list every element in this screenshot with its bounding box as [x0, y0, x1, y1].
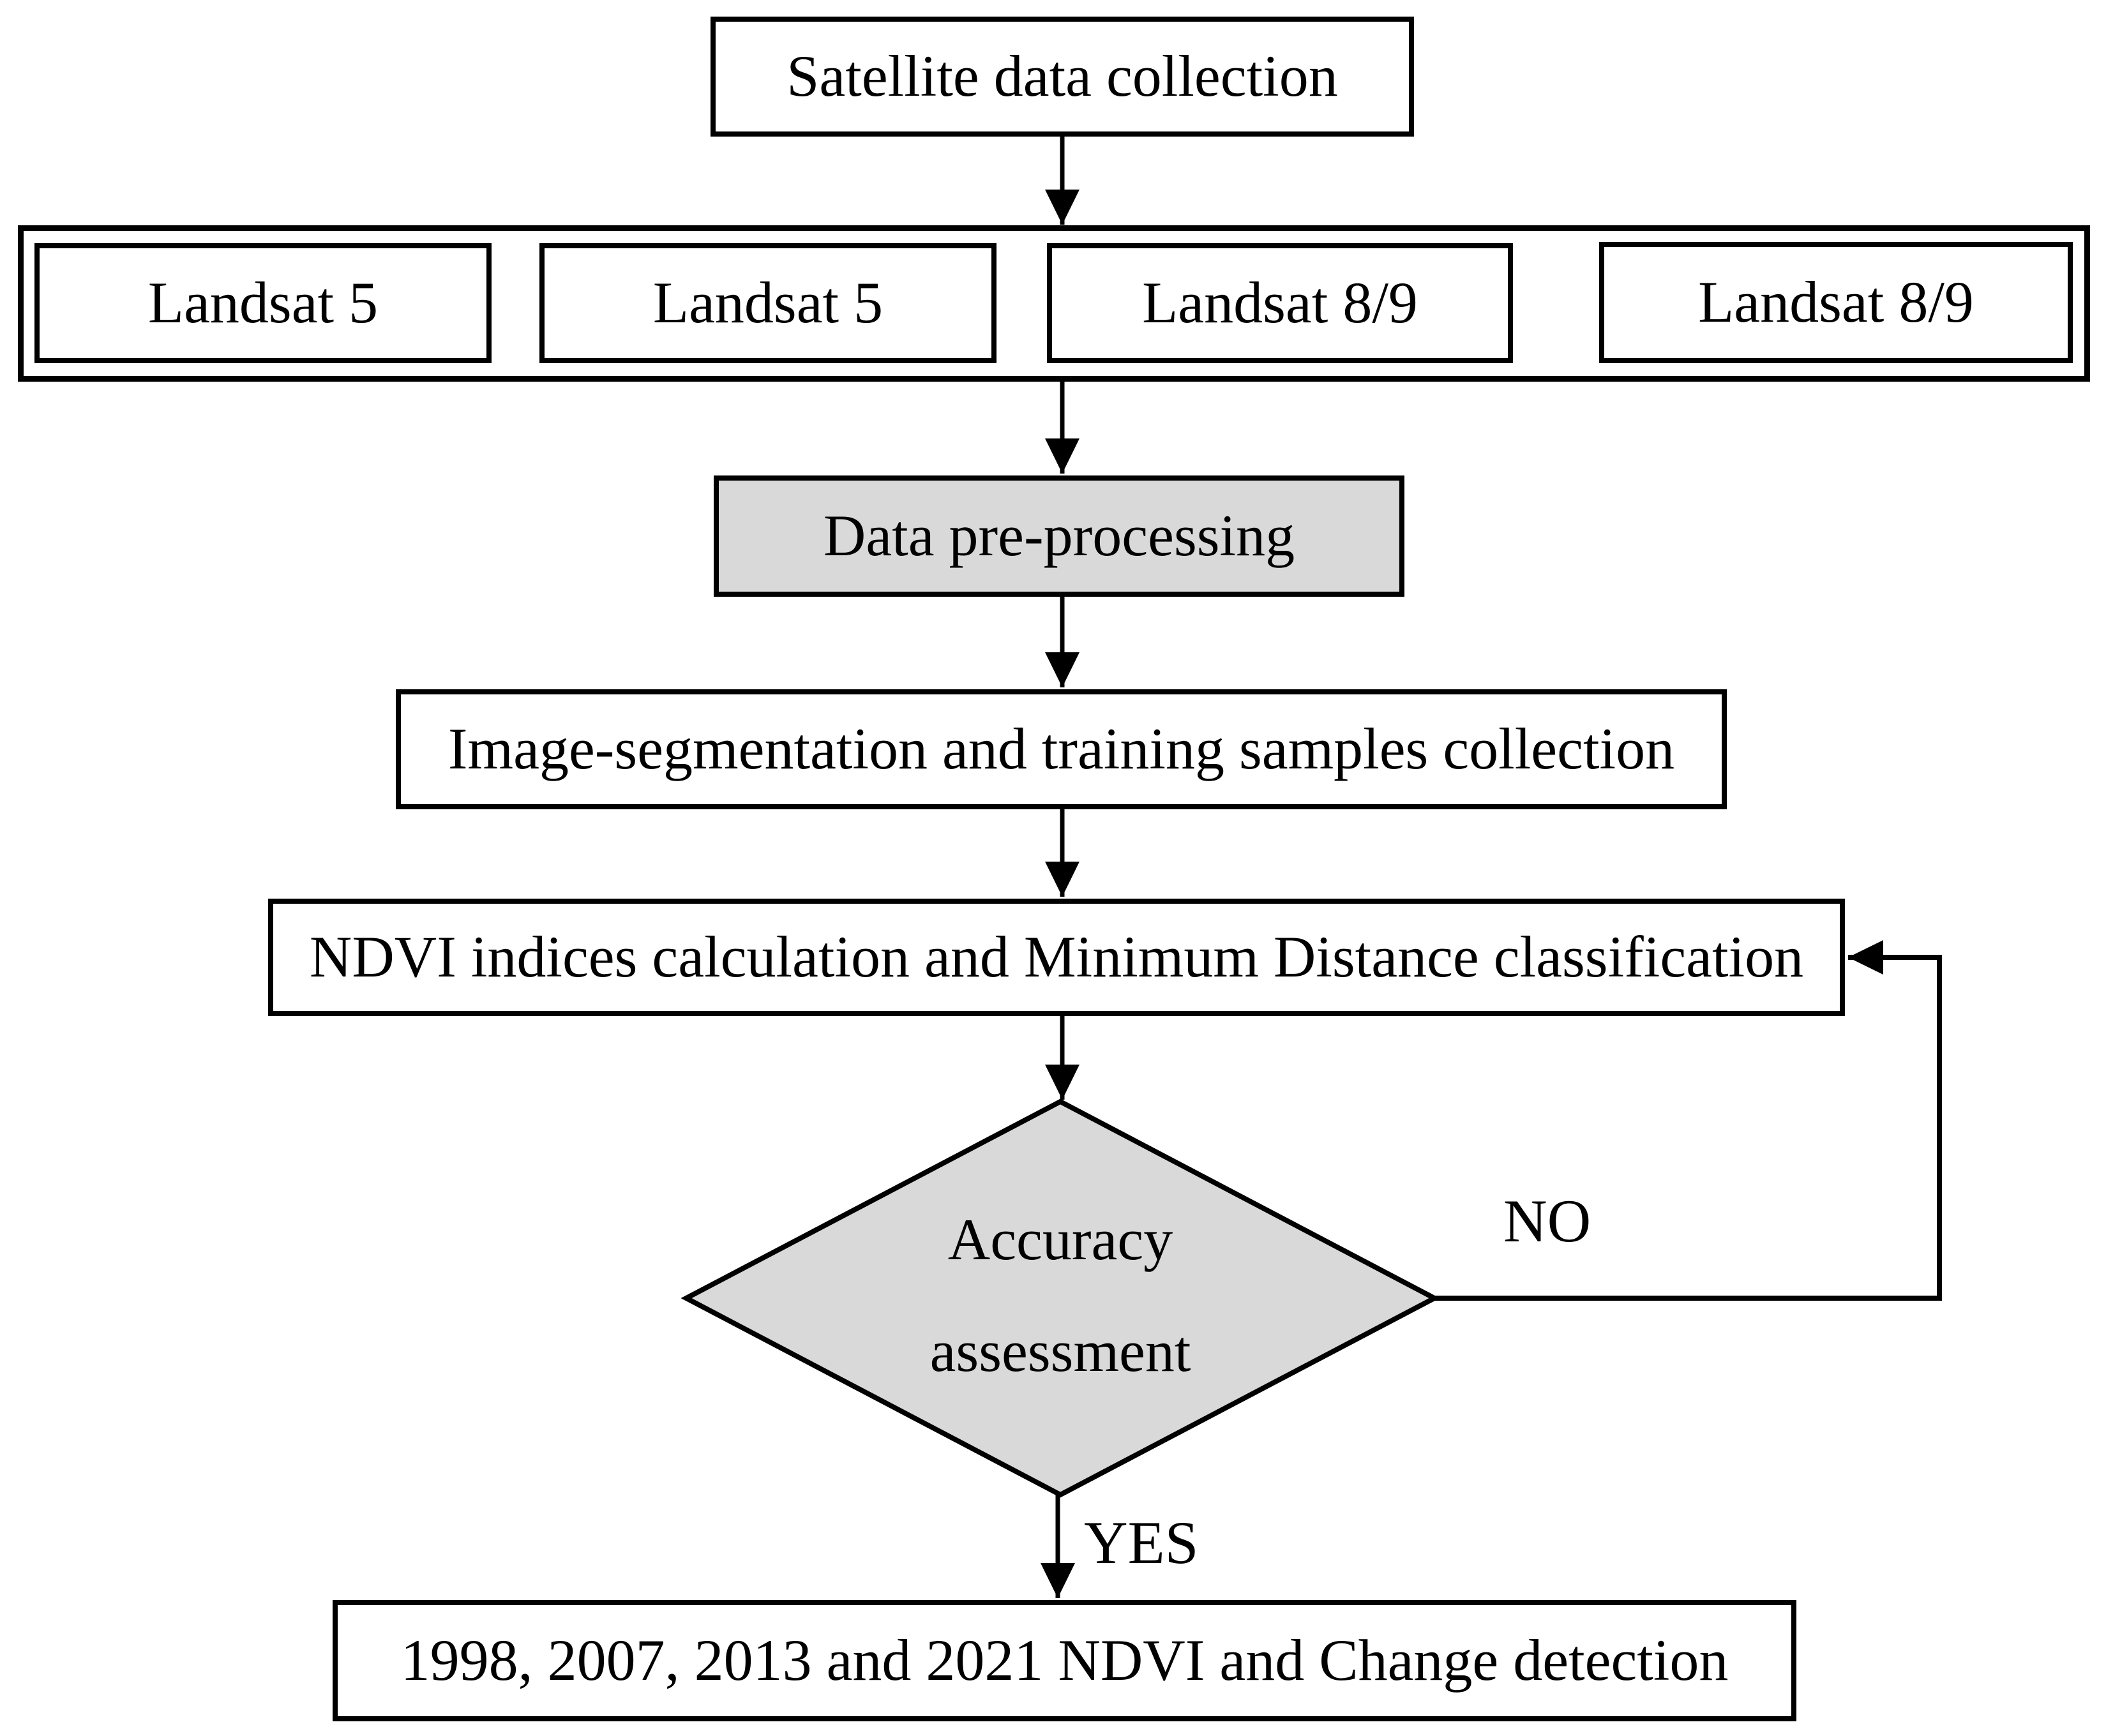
node-label: Data pre-processing: [823, 503, 1295, 569]
node-image-segmentation: Image-segmentation and training samples …: [396, 689, 1727, 809]
no-feedback-connector: [1434, 940, 1942, 1301]
decision-label-line2: assessment: [929, 1319, 1191, 1384]
decision-accuracy-assessment-label: Accuracy assessment: [741, 1184, 1380, 1407]
node-label: Landsat 5: [652, 270, 884, 336]
node-label: Landsat 8/9: [1698, 269, 1974, 335]
decision-label-line1: Accuracy: [947, 1207, 1173, 1272]
edge-label-yes: YES: [1084, 1509, 1199, 1576]
edge-label-no: NO: [1503, 1187, 1591, 1255]
node-landsat-5-a: Landsat 5: [34, 243, 492, 363]
node-landsat-8-9-b: Landsat 8/9: [1599, 242, 2073, 363]
node-label: Image-segmentation and training samples …: [448, 716, 1675, 782]
node-label: Landsat 8/9: [1142, 270, 1418, 336]
node-landsat-5-b: Landsat 5: [539, 243, 997, 363]
node-label: Landsat 5: [147, 270, 379, 336]
node-ndvi-classification: NDVI indices calculation and Minimum Dis…: [268, 899, 1845, 1016]
node-label: 1998, 2007, 2013 and 2021 NDVI and Chang…: [400, 1627, 1729, 1693]
node-data-pre-processing: Data pre-processing: [714, 475, 1404, 597]
node-label: NDVI indices calculation and Minimum Dis…: [309, 924, 1804, 990]
node-landsat-8-9-a: Landsat 8/9: [1047, 243, 1513, 363]
node-satellite-data-collection: Satellite data collection: [711, 17, 1414, 137]
node-ndvi-change-detection-result: 1998, 2007, 2013 and 2021 NDVI and Chang…: [333, 1600, 1796, 1721]
decision-diamond-shape: [681, 1098, 1440, 1498]
node-label: Satellite data collection: [786, 43, 1338, 109]
